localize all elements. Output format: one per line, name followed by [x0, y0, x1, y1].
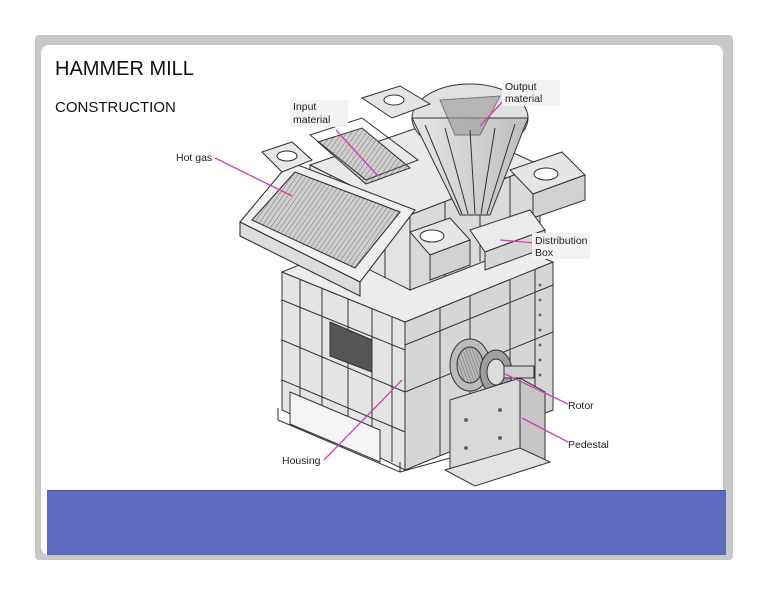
output-label-line1: Output — [505, 81, 537, 93]
slide-subtitle: CONSTRUCTION — [55, 99, 176, 116]
rotor-leader — [504, 373, 569, 405]
pedestal — [443, 377, 552, 487]
leader-lines — [214, 97, 569, 461]
distribution-box-front — [409, 217, 471, 281]
hot-gas-label: Hot gas — [176, 152, 212, 164]
output-leader — [479, 97, 507, 127]
input-leader — [335, 129, 379, 177]
base-frame — [277, 408, 451, 473]
distribution-box-right — [509, 151, 586, 219]
output-label-line2: material — [505, 93, 542, 105]
distribution-label-line2: Box — [535, 247, 554, 259]
slide-title: HAMMER MILL — [55, 58, 194, 80]
input-label-line2: material — [293, 114, 330, 126]
housing-label: Housing — [282, 455, 321, 467]
distribution-label-line1: Distribution — [535, 235, 588, 247]
distribution-leader — [499, 239, 537, 244]
housing-leader — [323, 379, 403, 461]
input-label-line1: Input — [293, 101, 316, 113]
distribution-box-center — [469, 209, 546, 271]
pedestal-label: Pedestal — [568, 439, 609, 451]
pedestal-leader — [521, 417, 569, 443]
footer-band — [47, 490, 726, 555]
hot-gas-leader — [214, 157, 293, 197]
rotor-label: Rotor — [568, 400, 594, 412]
output-cone — [411, 83, 529, 216]
top-duct — [360, 85, 432, 119]
